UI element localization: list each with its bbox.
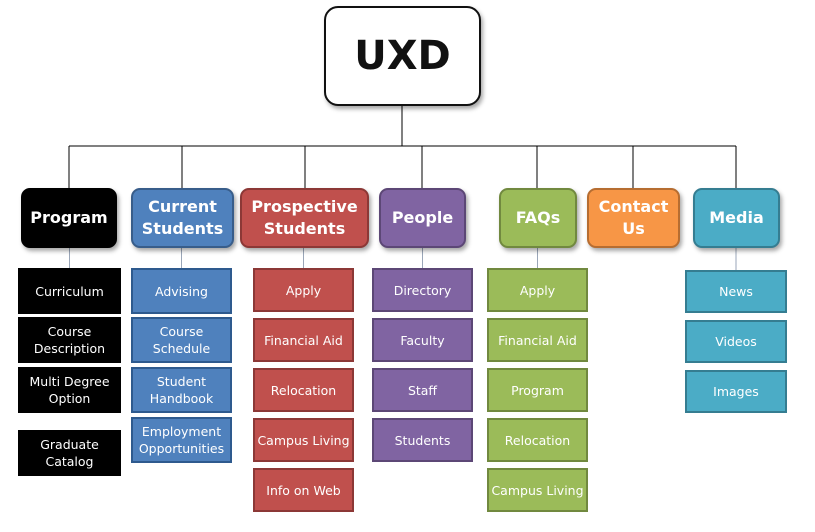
people-subitem[interactable]: Directory bbox=[372, 268, 473, 312]
media-subitem[interactable]: Videos bbox=[685, 320, 787, 363]
people-subitem[interactable]: Faculty bbox=[372, 318, 473, 362]
category-prospective-students[interactable]: Prospective Students bbox=[240, 188, 369, 248]
program-subitem[interactable]: Multi Degree Option bbox=[18, 367, 121, 413]
people-subitem[interactable]: Staff bbox=[372, 368, 473, 412]
category-media[interactable]: Media bbox=[693, 188, 780, 248]
faqs-subitem[interactable]: Financial Aid bbox=[487, 318, 588, 362]
program-subitem[interactable]: Curriculum bbox=[18, 268, 121, 314]
category-current-students[interactable]: Current Students bbox=[131, 188, 234, 248]
media-subitem[interactable]: Images bbox=[685, 370, 787, 413]
prospective-students-subitem[interactable]: Info on Web bbox=[253, 468, 354, 512]
media-subitem[interactable]: News bbox=[685, 270, 787, 313]
current-students-subitem[interactable]: Advising bbox=[131, 268, 232, 314]
prospective-students-subitem[interactable]: Relocation bbox=[253, 368, 354, 412]
prospective-students-subitem[interactable]: Apply bbox=[253, 268, 354, 312]
prospective-students-subitem[interactable]: Campus Living bbox=[253, 418, 354, 462]
current-students-subitem[interactable]: Employment Opportunities bbox=[131, 417, 232, 463]
current-students-subitem[interactable]: Course Schedule bbox=[131, 317, 232, 363]
root-node[interactable]: UXD bbox=[324, 6, 481, 106]
category-people[interactable]: People bbox=[379, 188, 466, 248]
faqs-subitem[interactable]: Relocation bbox=[487, 418, 588, 462]
program-subitem[interactable]: Graduate Catalog bbox=[18, 430, 121, 476]
category-faqs[interactable]: FAQs bbox=[499, 188, 577, 248]
category-contact-us[interactable]: Contact Us bbox=[587, 188, 680, 248]
program-subitem[interactable]: Course Description bbox=[18, 317, 121, 363]
people-subitem[interactable]: Students bbox=[372, 418, 473, 462]
faqs-subitem[interactable]: Apply bbox=[487, 268, 588, 312]
current-students-subitem[interactable]: Student Handbook bbox=[131, 367, 232, 413]
faqs-subitem[interactable]: Campus Living bbox=[487, 468, 588, 512]
faqs-subitem[interactable]: Program bbox=[487, 368, 588, 412]
prospective-students-subitem[interactable]: Financial Aid bbox=[253, 318, 354, 362]
category-program[interactable]: Program bbox=[21, 188, 117, 248]
